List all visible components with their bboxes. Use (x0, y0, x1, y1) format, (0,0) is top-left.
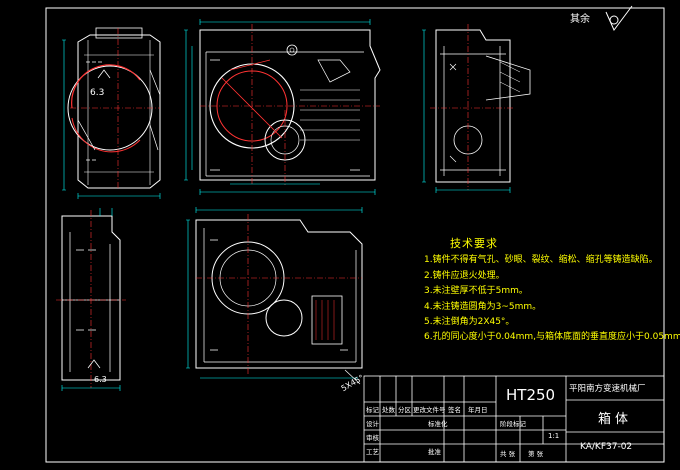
roughness-label-2: 6.3 (94, 375, 107, 384)
company-label: 平阳南方变速机械厂 (569, 384, 646, 394)
sheets-total-label: 共 张 (500, 450, 516, 458)
part-name-label: 箱体 (598, 412, 633, 427)
tech-requirements-title: 技术要求 (450, 237, 498, 250)
plan-view (186, 207, 363, 385)
header-zone: 分区 (398, 406, 411, 414)
roughness-note: 其余 (570, 14, 590, 25)
sheet-no-label: 第 张 (528, 450, 544, 458)
title-block (363, 375, 665, 463)
standard-label: 标准化 (428, 420, 448, 428)
front-view (184, 19, 381, 195)
tech-item: 6.孔的同心度小于0.04mm,与箱体底面的垂直度应小于0.05mm。 (424, 332, 680, 343)
review-label: 审核 (366, 434, 379, 442)
header-date: 年月日 (468, 406, 488, 414)
header-mark: 标记 (366, 406, 379, 414)
drawing-number-label: KA/KF37-02 (580, 442, 633, 452)
header-sign: 签名 (448, 406, 461, 414)
header-doc: 更改文件号 (413, 406, 446, 414)
scale-label: 1:1 (548, 432, 560, 440)
tech-item: 1.铸件不得有气孔、砂眼、裂纹、缩松、缩孔等铸造缺陷。 (424, 255, 658, 266)
roughness-symbol (605, 5, 633, 31)
design-label: 设计 (366, 420, 379, 428)
roughness-label-1: 6.3 (90, 88, 104, 98)
tech-item: 2.铸件应退火处理。 (424, 270, 505, 281)
material-label: HT250 (506, 386, 556, 404)
section-view-left (56, 208, 126, 391)
approve-label: 批准 (428, 448, 441, 456)
drawing-frame (45, 7, 665, 463)
header-qty: 处数 (382, 406, 395, 414)
tech-item: 3.未注壁厚不低于5mm。 (424, 286, 528, 297)
tech-requirements: 技术要求 1.铸件不得有气孔、砂眼、裂纹、缩松、缩孔等铸造缺陷。 2.铸件应退火… (424, 236, 680, 346)
side-view-left (62, 27, 161, 199)
chamfer-label: 5X45° (340, 373, 366, 393)
stage-label: 阶段标记 (500, 420, 526, 428)
process-label: 工艺 (366, 448, 379, 456)
tech-item: 4.未注铸造圆角为3~5mm。 (424, 301, 542, 312)
tech-item: 5.未注倒角为2X45°。 (424, 317, 515, 328)
side-view-right (422, 24, 531, 193)
